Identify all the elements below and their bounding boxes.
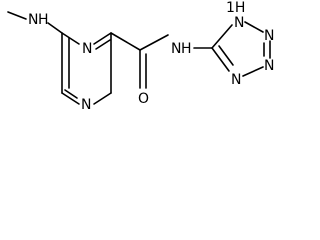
bond-ring-c6-n1 bbox=[61, 32, 80, 45]
atom-carbonyl-o: O bbox=[138, 91, 149, 107]
atom-amide-h: H bbox=[181, 41, 192, 57]
bond-tetrazole-c5-n4-double bbox=[218, 45, 234, 66]
bond-ring-n1-c2-double bbox=[95, 39, 111, 50]
bond-tetrazole-c5-n1 bbox=[211, 24, 233, 49]
atom-methyl-n: N bbox=[28, 12, 38, 28]
bonds bbox=[7, 11, 271, 105]
atom-tetrazole-n4: N bbox=[231, 72, 241, 88]
atom-pyrazine-n-top: N bbox=[82, 41, 92, 57]
atom-tetrazole-n2: N bbox=[264, 28, 274, 44]
chemical-structure-diagram: N H N N N H O 1H N N N N bbox=[7, 0, 274, 113]
bond-tetrazole-c5-n4 bbox=[211, 47, 230, 72]
atom-tetrazole-n3: N bbox=[264, 58, 274, 74]
bond-carbonyl-n bbox=[139, 34, 169, 51]
atom-labels: N H N N N H O 1H N N N N bbox=[28, 0, 274, 113]
bond-ring-n4-c5-double bbox=[64, 89, 78, 99]
atom-tetrazole-n1: N bbox=[234, 15, 244, 31]
bond-ring-n4-c5 bbox=[61, 92, 80, 105]
atom-tetrazole-n1-h: 1H bbox=[226, 0, 245, 16]
bond-ring-n1-c2 bbox=[93, 32, 112, 45]
bond-tetrazole-n1-n2 bbox=[244, 21, 264, 33]
bond-ring-c3-n4 bbox=[93, 92, 112, 105]
bond-tetrazole-n3-n4 bbox=[242, 66, 264, 77]
bond-ring-carbonyl bbox=[110, 32, 141, 51]
atom-amide-n: N bbox=[171, 41, 181, 57]
bond-methyl-c-n bbox=[7, 11, 27, 20]
bond-nh-ring bbox=[47, 22, 63, 34]
atom-methyl-h: H bbox=[38, 12, 49, 28]
atom-pyrazine-n-bottom: N bbox=[81, 97, 91, 113]
